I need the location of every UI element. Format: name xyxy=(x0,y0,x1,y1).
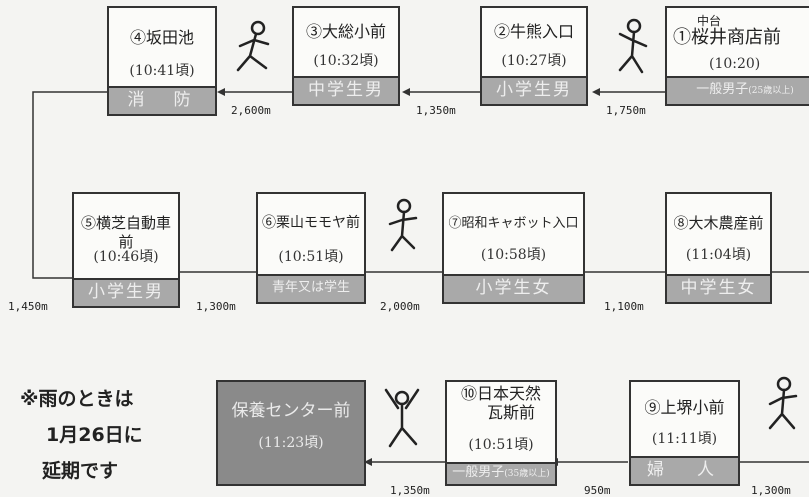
goal-station: 保養センター前 (11:23頃) xyxy=(216,380,366,486)
station-3-time: (10:32頃) xyxy=(313,53,379,69)
station-1-time: (10:20) xyxy=(709,56,761,72)
distance-label: 1,100m xyxy=(604,300,644,313)
station-6-name: ⑥栗山モモヤ前 xyxy=(262,215,360,231)
station-7-category: 小学生女 xyxy=(444,274,583,302)
station-1: 中台 ①桜井商店前 (10:20) 一般男子(25歳以上) xyxy=(665,6,809,106)
station-4-category: 消 防 xyxy=(109,86,215,114)
runner-icon xyxy=(768,376,798,430)
station-4: ④坂田池 (10:41頃) 消 防 xyxy=(107,6,217,116)
station-10-name: ⑩日本天然 xyxy=(460,384,542,403)
station-10: ⑩日本天然 瓦斯前 (10:51頃) 一般男子(35歳以上) xyxy=(445,380,557,486)
station-8: ⑧大木農産前 (11:04頃) 中学生女 xyxy=(665,192,772,304)
station-7: ⑦昭和キャボット入口 (10:58頃) 小学生女 xyxy=(442,192,585,304)
station-3-category: 中学生男 xyxy=(294,76,398,104)
distance-label: 1,300m xyxy=(751,484,791,497)
runner-icon xyxy=(236,20,270,72)
rain-note-line3: 延期です xyxy=(42,460,119,482)
goal-name: 保養センター前 xyxy=(231,401,351,421)
station-7-time: (10:58頃) xyxy=(480,247,547,263)
station-6: ⑥栗山モモヤ前 (10:51頃) 青年又は学生 xyxy=(256,192,366,304)
rain-note-line1: ※雨のときは xyxy=(20,388,134,410)
station-9-time: (11:11頃) xyxy=(651,431,718,447)
distance-label: 1,350m xyxy=(390,484,430,497)
station-10-time: (10:51頃) xyxy=(468,437,534,453)
arrow-head xyxy=(217,88,225,96)
distance-label: 1,350m xyxy=(416,104,456,117)
distance-label: 1,300m xyxy=(196,300,236,313)
station-5-time: (10:46頃) xyxy=(93,249,159,265)
rain-note-line2: 1月26日に xyxy=(46,424,143,446)
station-9: ⑨上堺小前 (11:11頃) 婦 人 xyxy=(629,380,740,486)
station-1-category: 一般男子(25歳以上) xyxy=(667,76,809,104)
station-5: ⑤横芝自動車前 (10:46頃) 小学生男 xyxy=(72,192,180,308)
station-1-name: ①桜井商店前 xyxy=(673,27,781,48)
station-9-category: 婦 人 xyxy=(631,456,738,484)
station-10-category: 一般男子(35歳以上) xyxy=(447,462,555,484)
station-2-category: 小学生男 xyxy=(482,76,586,104)
arrow-head xyxy=(592,88,600,96)
station-3-name: ③大総小前 xyxy=(305,22,387,41)
runner-icon xyxy=(618,18,648,74)
station-2-name: ②牛熊入口 xyxy=(493,22,575,41)
station-6-time: (10:51頃) xyxy=(278,249,344,265)
station-2-time: (10:27頃) xyxy=(501,53,567,69)
arrow-head xyxy=(364,458,372,466)
distance-label: 1,450m xyxy=(8,300,48,313)
station-9-name: ⑨上堺小前 xyxy=(644,398,725,417)
distance-label: 950m xyxy=(584,484,611,497)
station-3: ③大総小前 (10:32頃) 中学生男 xyxy=(292,6,400,106)
arrow-head xyxy=(402,88,410,96)
station-2: ②牛熊入口 (10:27頃) 小学生男 xyxy=(480,6,588,106)
station-10-name-line2: 瓦斯前 xyxy=(486,403,535,422)
station-4-time: (10:41頃) xyxy=(129,63,195,79)
station-5-name: ⑤横芝自動車前 xyxy=(80,214,172,251)
distance-label: 2,600m xyxy=(231,104,271,117)
station-8-name: ⑧大木農産前 xyxy=(673,214,764,232)
station-8-time: (11:04頃) xyxy=(685,247,752,263)
distance-label: 2,000m xyxy=(380,300,420,313)
station-7-name: ⑦昭和キャボット入口 xyxy=(448,216,579,231)
distance-label: 1,750m xyxy=(606,104,646,117)
station-1-super: 中台 xyxy=(697,14,722,28)
station-8-category: 中学生女 xyxy=(667,274,770,302)
runner-icon xyxy=(384,388,420,448)
runner-icon xyxy=(388,198,418,252)
station-5-category: 小学生男 xyxy=(74,278,178,306)
route-line-4-5 xyxy=(32,91,107,279)
goal-time: (11:23頃) xyxy=(258,435,324,451)
station-6-category: 青年又は学生 xyxy=(258,274,364,302)
station-4-name: ④坂田池 xyxy=(129,28,195,47)
